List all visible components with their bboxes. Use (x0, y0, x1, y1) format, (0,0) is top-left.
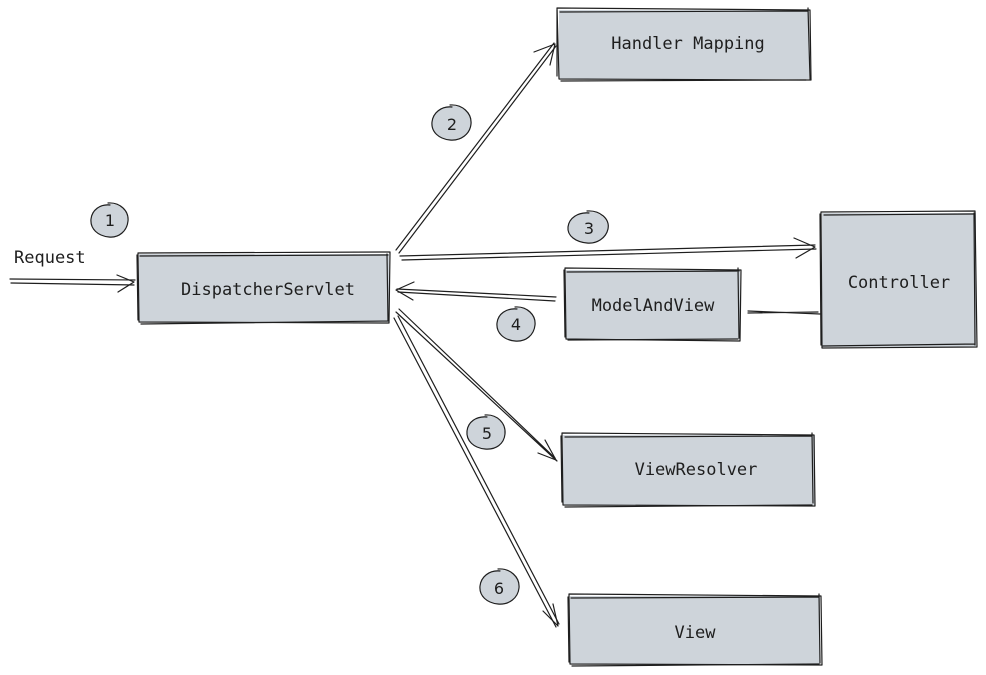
request-arrow (9, 274, 136, 293)
dispatcher-servlet-label: DispatcherServlet (181, 280, 355, 300)
controller-box: Controller (819, 210, 978, 349)
handler-mapping-box: Handler Mapping (556, 7, 812, 82)
arrow-to-view-resolver (395, 308, 558, 462)
step-4-badge: 4 (496, 306, 536, 342)
view-resolver-box: ViewResolver (560, 432, 816, 508)
step-1-badge: 1 (90, 202, 129, 238)
arrow-to-handler-mapping (395, 42, 557, 254)
dispatcher-servlet-box: DispatcherServlet (136, 251, 391, 325)
step-3-number: 3 (584, 219, 594, 238)
controller-to-model-and-view-line (747, 310, 821, 315)
model-and-view-box: ModelAndView (563, 267, 742, 342)
step-2-number: 2 (447, 115, 457, 134)
step-3-badge: 3 (567, 210, 609, 244)
arrow-to-view (393, 315, 560, 628)
step-6-number: 6 (494, 579, 504, 598)
arrow-to-controller (399, 237, 817, 261)
request-label: Request (14, 248, 86, 268)
arrow-model-and-view-to-dispatcher (395, 281, 557, 302)
handler-mapping-label: Handler Mapping (611, 34, 765, 54)
view-box: View (567, 593, 823, 667)
view-resolver-label: ViewResolver (635, 460, 758, 480)
step-4-number: 4 (511, 315, 521, 334)
controller-label: Controller (848, 273, 950, 293)
step-6-badge: 6 (479, 568, 520, 605)
step-5-badge: 5 (466, 414, 506, 450)
view-label: View (675, 623, 717, 643)
step-2-badge: 2 (431, 104, 472, 141)
step-5-number: 5 (482, 424, 492, 443)
step-1-number: 1 (105, 211, 115, 230)
model-and-view-label: ModelAndView (592, 296, 716, 316)
